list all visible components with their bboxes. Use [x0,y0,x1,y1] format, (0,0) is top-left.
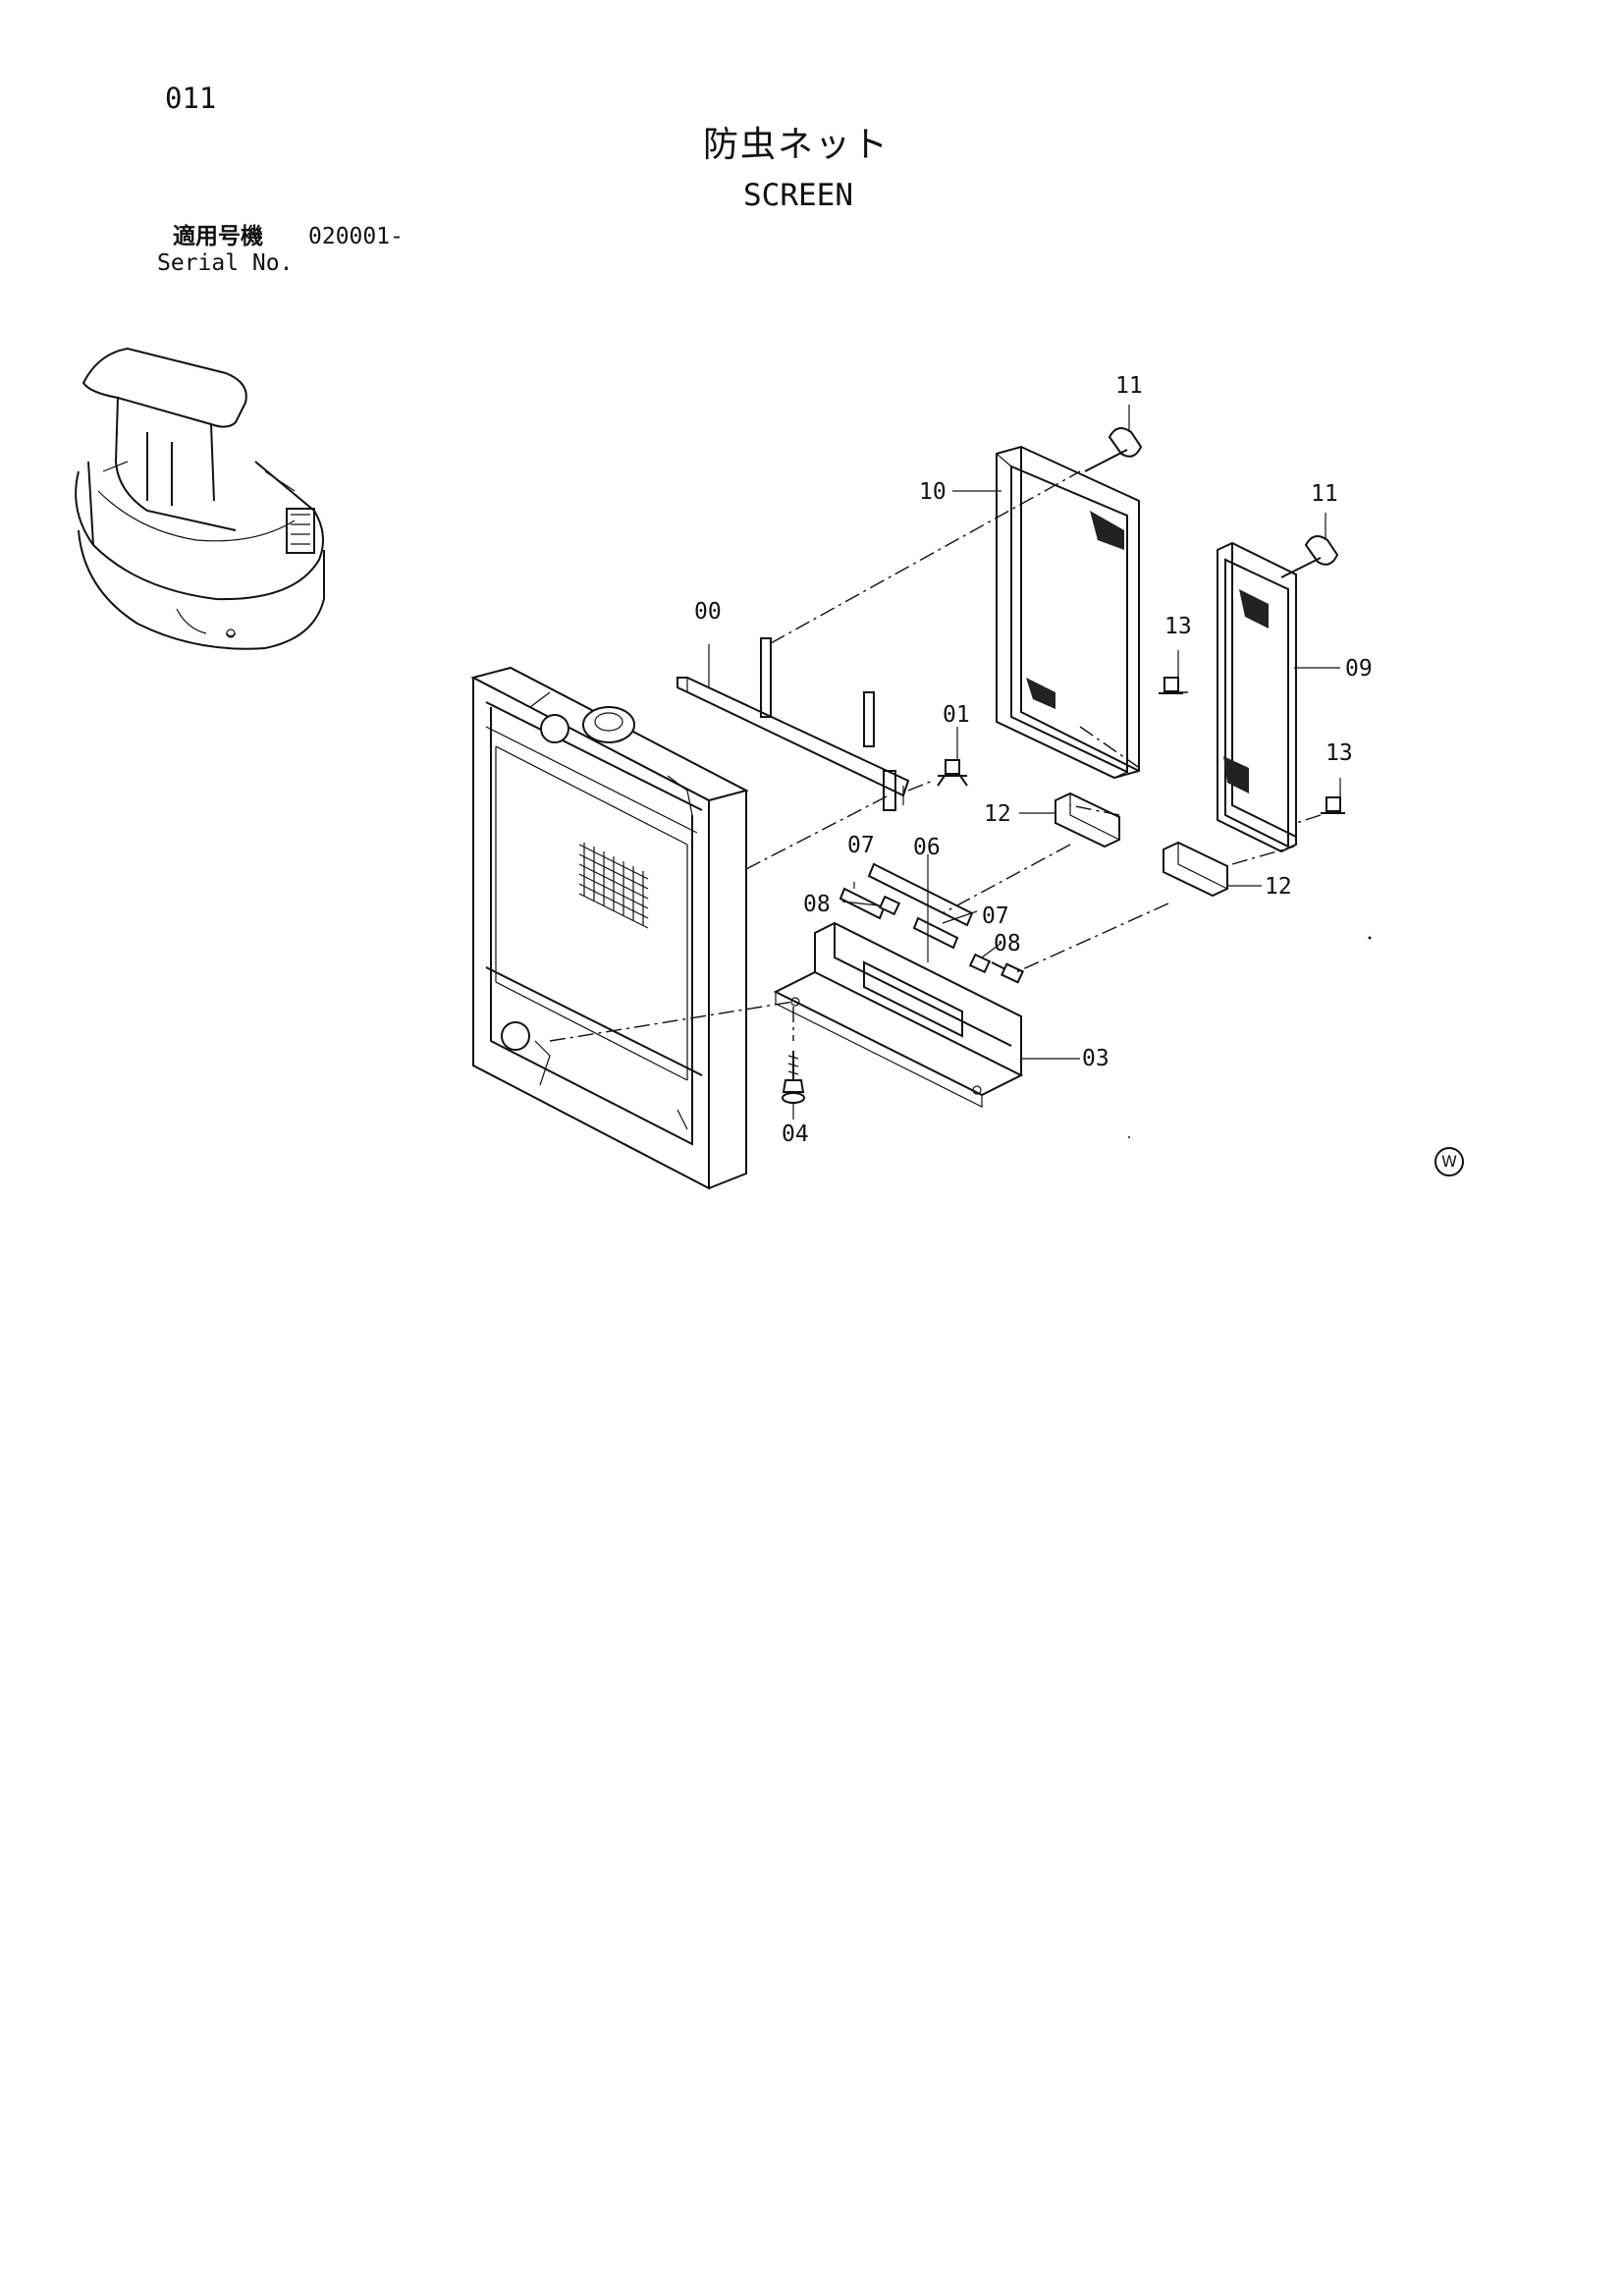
callout-06: 06 [913,835,941,860]
callout-00: 00 [694,599,722,625]
circled-w-mark: W [1434,1147,1464,1176]
callout-12-left: 12 [984,801,1011,827]
callout-04: 04 [782,1121,809,1147]
page-number: 011 [165,82,217,115]
part-04-bolt [782,1051,805,1104]
callout-03: 03 [1082,1046,1109,1071]
serial-label-english: Serial No. [157,250,294,276]
callout-leader-lines [708,405,1341,1120]
callout-08-left: 08 [803,892,831,917]
part-10-screen-frame [996,445,1140,780]
callout-01: 01 [943,702,970,728]
serial-label-japanese: 適用号機 [173,224,263,249]
parts-06-07-08-rods-pins [839,862,1025,984]
serial-value: 020001- [308,224,404,249]
callout-07-right: 07 [982,903,1009,929]
part-13-bolts [1159,677,1345,814]
callout-10: 10 [919,479,947,505]
assembly-guide-lines [549,470,1322,1042]
title-japanese: 防虫ネット [703,125,891,165]
part-callouts: 00 01 03 04 06 07 07 08 08 09 10 11 11 1… [694,373,1373,1147]
stray-dot [1368,936,1372,940]
stray-dot [1128,1136,1130,1138]
machine-locator-thumbnail [75,347,325,650]
part-00-bracket [676,637,910,811]
callout-07-left: 07 [847,833,875,858]
part-11-wing-nuts [1084,427,1339,578]
part-12-angle-brackets [1055,792,1228,898]
title-english: SCREEN [743,178,853,213]
callout-09: 09 [1345,656,1373,682]
callout-08-right: 08 [994,931,1021,957]
part-09-screen-frame [1217,541,1297,853]
callout-11-left: 11 [1115,373,1143,399]
callout-12-right: 12 [1265,874,1292,900]
callout-13-left: 13 [1164,614,1192,639]
part-01-bolt [937,759,968,787]
callout-11-right: 11 [1311,481,1338,507]
part-03-lower-bracket [773,921,1024,1108]
radiator-assembly [470,666,749,1190]
callout-13-right: 13 [1325,740,1353,766]
